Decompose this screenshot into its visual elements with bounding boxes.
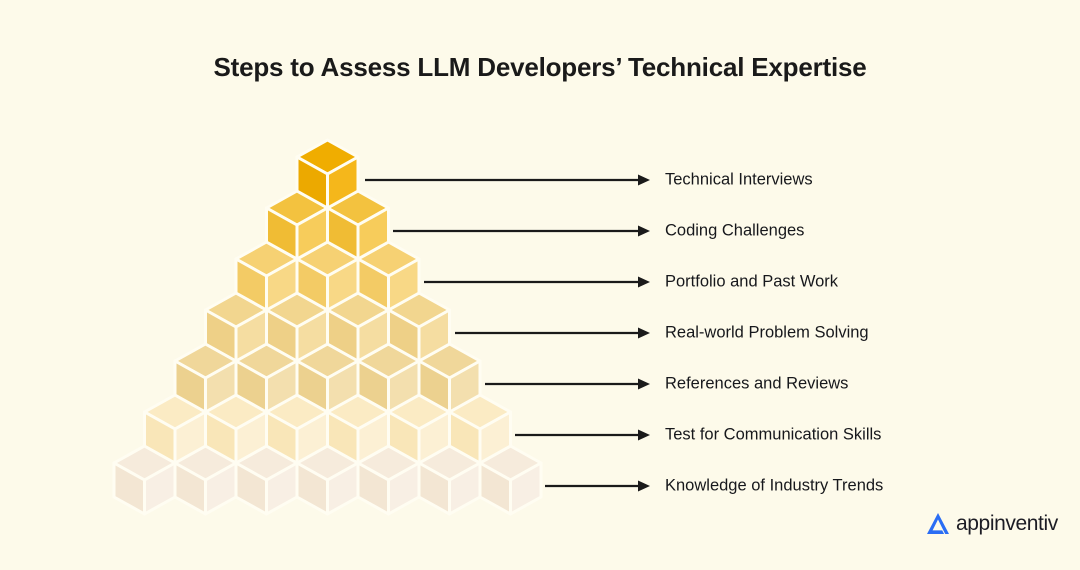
cube-face-right — [417, 308, 451, 363]
cube-face-right — [356, 206, 390, 261]
cube-face-right — [478, 410, 512, 465]
cube — [387, 291, 451, 363]
cube-face-right — [387, 257, 421, 312]
arrow-head-icon — [638, 327, 650, 339]
cube — [234, 444, 299, 516]
brand-logo: appinventiv — [923, 508, 1058, 538]
cubes-group — [112, 138, 543, 516]
arrow-head-icon — [638, 480, 650, 492]
step-label-7: Knowledge of Industry Trends — [665, 476, 884, 495]
step-label-1: Technical Interviews — [665, 170, 813, 189]
step-label-4: Real-world Problem Solving — [665, 323, 869, 342]
pyramid-row-7 — [112, 444, 543, 516]
arrow-head-icon — [638, 429, 650, 441]
step-label-3: Portfolio and Past Work — [665, 272, 839, 291]
cube-face-right — [326, 155, 360, 210]
arrow-head-icon — [638, 276, 650, 288]
cube — [478, 444, 543, 516]
page-title: Steps to Assess LLM Developers’ Technica… — [213, 52, 867, 82]
connector-arrow-5 — [485, 378, 650, 390]
arrow-head-icon — [638, 378, 650, 390]
connector-arrow-3 — [424, 276, 650, 288]
step-label-5: References and Reviews — [665, 374, 849, 393]
cube — [295, 138, 360, 210]
pyramid-row-2 — [265, 189, 390, 261]
arrow-head-icon — [638, 174, 650, 186]
cube — [173, 342, 238, 414]
step-label-6: Test for Communication Skills — [665, 425, 882, 444]
pyramid-row-3 — [234, 240, 421, 312]
arrow-head-icon — [638, 225, 650, 237]
connector-arrow-2 — [393, 225, 650, 237]
pyramid-row-1 — [295, 138, 360, 210]
cube — [448, 393, 512, 465]
cube-face-right — [509, 461, 543, 516]
connector-arrow-4 — [455, 327, 650, 339]
step-label-2: Coding Challenges — [665, 221, 805, 240]
brand-wordmark: appinventiv — [956, 511, 1058, 535]
cube — [326, 189, 390, 261]
connector-arrow-1 — [365, 174, 650, 186]
cube-face-right — [448, 359, 482, 414]
triangle-a-icon — [927, 513, 949, 534]
connector-arrow-7 — [545, 480, 650, 492]
arrows-group — [365, 174, 650, 492]
connector-arrow-6 — [515, 429, 650, 441]
